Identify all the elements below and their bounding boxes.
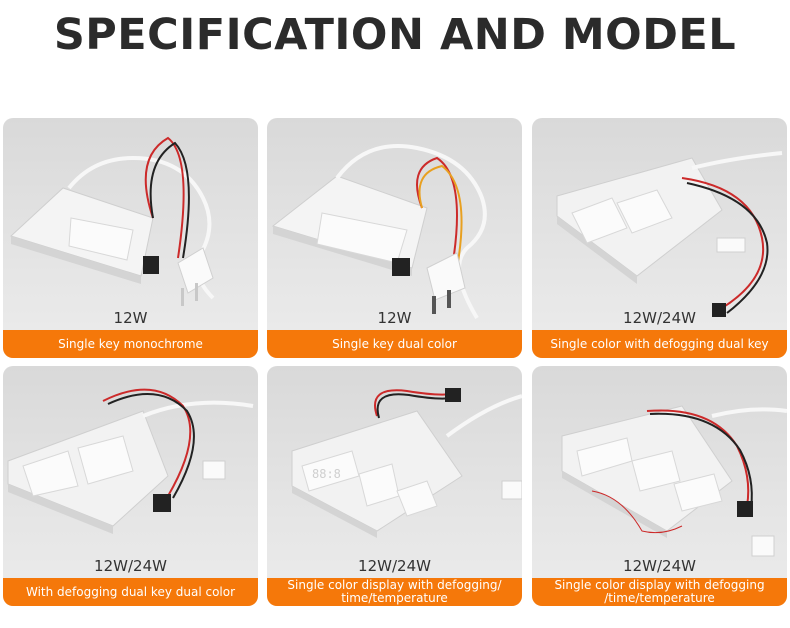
- product-label: Single key dual color: [267, 330, 522, 358]
- product-card-single-key-monochrome[interactable]: 12W Single key monochrome: [3, 118, 258, 358]
- product-label-line2: time/temperature: [341, 591, 448, 605]
- product-photo: 88:8: [291, 388, 522, 538]
- product-label-line2: /time/temperature: [604, 591, 715, 605]
- power-rating: 12W/24W: [623, 309, 696, 327]
- product-label: Single color display with defogging/ tim…: [267, 578, 522, 606]
- product-photo: [561, 405, 787, 557]
- product-label: Single key monochrome: [3, 330, 258, 358]
- product-label-line1: Single color display with defogging/: [287, 578, 502, 592]
- product-card-defogging-dual-key-dual-color[interactable]: 12W/24W With defogging dual key dual col…: [3, 366, 258, 606]
- product-label: With defogging dual key dual color: [3, 578, 258, 606]
- power-rating: 12W/24W: [623, 557, 696, 575]
- product-card-single-key-dual-color[interactable]: 12W Single key dual color: [267, 118, 522, 358]
- product-label: Single color with defogging dual key: [532, 330, 787, 358]
- svg-text:88:8: 88:8: [312, 467, 341, 481]
- power-rating: 12W/24W: [358, 557, 431, 575]
- product-label-line1: Single color display with defogging: [554, 578, 765, 592]
- page-title: SPECIFICATION AND MODEL: [53, 10, 737, 60]
- product-label: Single color display with defogging /tim…: [532, 578, 787, 606]
- product-photo: [10, 136, 215, 306]
- product-photo: [556, 151, 783, 317]
- power-rating: 12W/24W: [94, 557, 167, 575]
- product-card-single-color-defogging-dual-key[interactable]: 12W/24W Single color with defogging dual…: [532, 118, 787, 358]
- product-photo: [7, 388, 254, 534]
- product-card-display-defogging-time-temperature-alt[interactable]: 12W/24W Single color display with defogg…: [532, 366, 787, 606]
- product-photo: [271, 144, 487, 320]
- power-rating: 12W: [113, 309, 148, 327]
- power-rating: 12W: [377, 309, 412, 327]
- product-card-display-defogging-time-temperature[interactable]: 88:8 12W/24W Single color display with d…: [267, 366, 522, 606]
